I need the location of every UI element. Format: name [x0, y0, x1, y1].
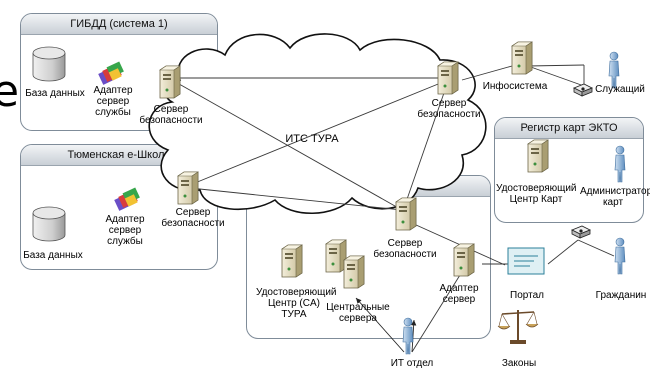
portal-label: Портал: [510, 290, 544, 301]
it-department-icon: [402, 317, 414, 355]
security-cod-label: Сервер безопасности: [373, 238, 437, 260]
cloud-label: ИТС ТУРА: [285, 133, 339, 145]
security1-label: Сервер безопасности: [139, 104, 203, 126]
citizen-label: Гражданин: [595, 290, 647, 301]
scales-icon: [497, 310, 539, 344]
card-reader-icon: [571, 225, 591, 239]
citizen-icon: [614, 237, 626, 275]
db1-label: База данных: [25, 88, 85, 99]
central-server-icon: [343, 255, 365, 289]
left-edge-letter: е: [0, 66, 20, 117]
security-server-icon: [437, 61, 459, 95]
infosystem-label: Инфосистема: [482, 81, 548, 92]
infosystem-server-icon: [511, 41, 533, 75]
it-department-label: ИТ отдел: [390, 358, 434, 369]
cert-center-ca-label: Удостоверяющий Центр (CA) ТУРА: [256, 287, 337, 320]
laws-label: Законы: [501, 358, 537, 369]
adapter-icon: [114, 187, 140, 211]
central-servers-label: Центральные сервера: [326, 302, 390, 324]
employee-label: Служащий: [595, 84, 645, 95]
adapter2-label: Адаптер сервер службы: [105, 214, 145, 247]
adapter-server-icon: [453, 243, 475, 277]
adapter-server-label: Адаптер сервер: [439, 283, 479, 305]
adapter-icon: [98, 61, 124, 85]
security2-label: Сервер безопасности: [161, 207, 225, 229]
central-server-icon: [325, 239, 347, 273]
security-server-icon: [177, 171, 199, 205]
security-server-icon: [159, 65, 181, 99]
cert-center-cards-label: Удостоверяющий Центр Карт: [496, 183, 577, 205]
group-gibdd-title: ГИБДД (система 1): [21, 14, 217, 35]
employee-icon: [608, 51, 620, 89]
its-tura-cloud: [148, 33, 487, 215]
adapter1-label: Адаптер сервер службы: [93, 85, 133, 118]
security-top-right-label: Сервер безопасности: [417, 98, 481, 120]
db2-label: База данных: [23, 250, 83, 261]
portal-icon: [507, 247, 545, 275]
database-icon: [32, 206, 66, 242]
security-server-icon: [395, 197, 417, 231]
database-icon: [32, 46, 66, 82]
card-reader-icon: [573, 83, 593, 97]
group-ecto-registry-title: Регистр карт ЭКТО: [495, 118, 643, 139]
cert-center-server-icon: [527, 139, 549, 173]
administrator-label: Администратор карт: [580, 186, 650, 208]
administrator-icon: [614, 145, 626, 183]
ca-server-icon: [281, 244, 303, 278]
